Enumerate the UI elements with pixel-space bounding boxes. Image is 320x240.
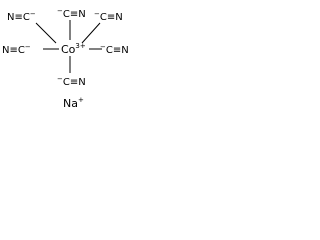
ligand-upper-left: N≡C− bbox=[7, 10, 36, 23]
ligand-charge: − bbox=[30, 10, 36, 18]
ligand-charge: − bbox=[25, 43, 31, 51]
center-atom-charge: 3+ bbox=[75, 42, 85, 50]
ligand-upper: −C≡N bbox=[57, 7, 86, 20]
ligand-charge: − bbox=[100, 43, 106, 51]
bond-upper-left bbox=[35, 22, 57, 44]
ligand-charge: − bbox=[94, 10, 100, 18]
ligand-upper-right: −C≡N bbox=[94, 10, 123, 23]
sodium-cobalt-cyanide-structure: N≡C− −C≡N −C≡N N≡C− Co3+ −C≡N −C≡N Na+ bbox=[2, 7, 129, 110]
ligand-charge: − bbox=[57, 7, 63, 15]
ligand-lower: −C≡N bbox=[57, 75, 86, 88]
bond-upper-right bbox=[81, 22, 101, 44]
ligand-left: N≡C− bbox=[2, 43, 31, 56]
counter-ion-label: Na+ bbox=[63, 96, 84, 110]
ligand-charge: − bbox=[57, 75, 63, 83]
counter-ion-charge: + bbox=[78, 96, 84, 104]
center-atom-label: Co3+ bbox=[61, 42, 86, 56]
ligand-right: −C≡N bbox=[100, 43, 129, 56]
